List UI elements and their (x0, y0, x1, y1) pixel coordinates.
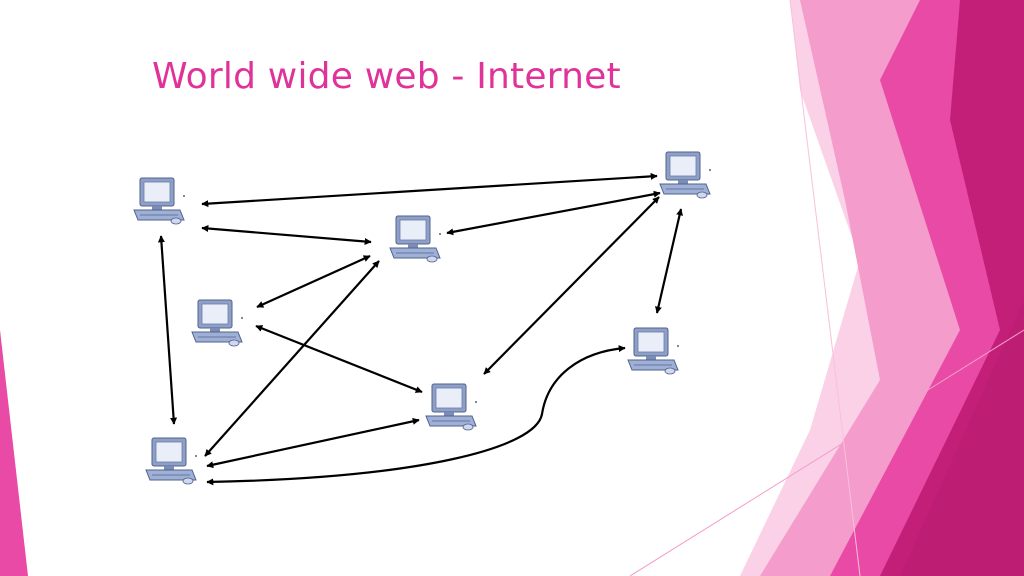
arrow-pc-3-pc-4 (255, 324, 423, 394)
arrow-pc-4-pc-6 (483, 196, 660, 375)
arrow-pc-4-pc-5 (206, 417, 420, 469)
computer-icon (190, 298, 250, 348)
computer-icon (144, 436, 204, 486)
computer-icon (388, 214, 448, 264)
arrow-pc-2-pc-3 (256, 254, 371, 309)
arrow-pc-6-pc-7 (655, 208, 683, 314)
right-shape-overlay (900, 300, 1024, 576)
thin-diagonal-line (629, 329, 1024, 576)
arrow-pc-1-pc-2 (201, 225, 372, 245)
computer-icon (626, 326, 686, 376)
thin-diagonal-line-2 (789, 0, 861, 576)
connection-arrows (157, 172, 683, 486)
arrow-pc-1-pc-5 (157, 235, 178, 425)
arrow-pc-5-pc-7 (206, 345, 626, 486)
arrow-pc-1-pc-6 (201, 172, 658, 208)
slide-title: World wide web - Internet (152, 56, 621, 97)
left-edge-shape (0, 330, 28, 576)
computer-icon (658, 150, 718, 200)
computer-icon (132, 176, 192, 226)
computer-icon (424, 382, 484, 432)
